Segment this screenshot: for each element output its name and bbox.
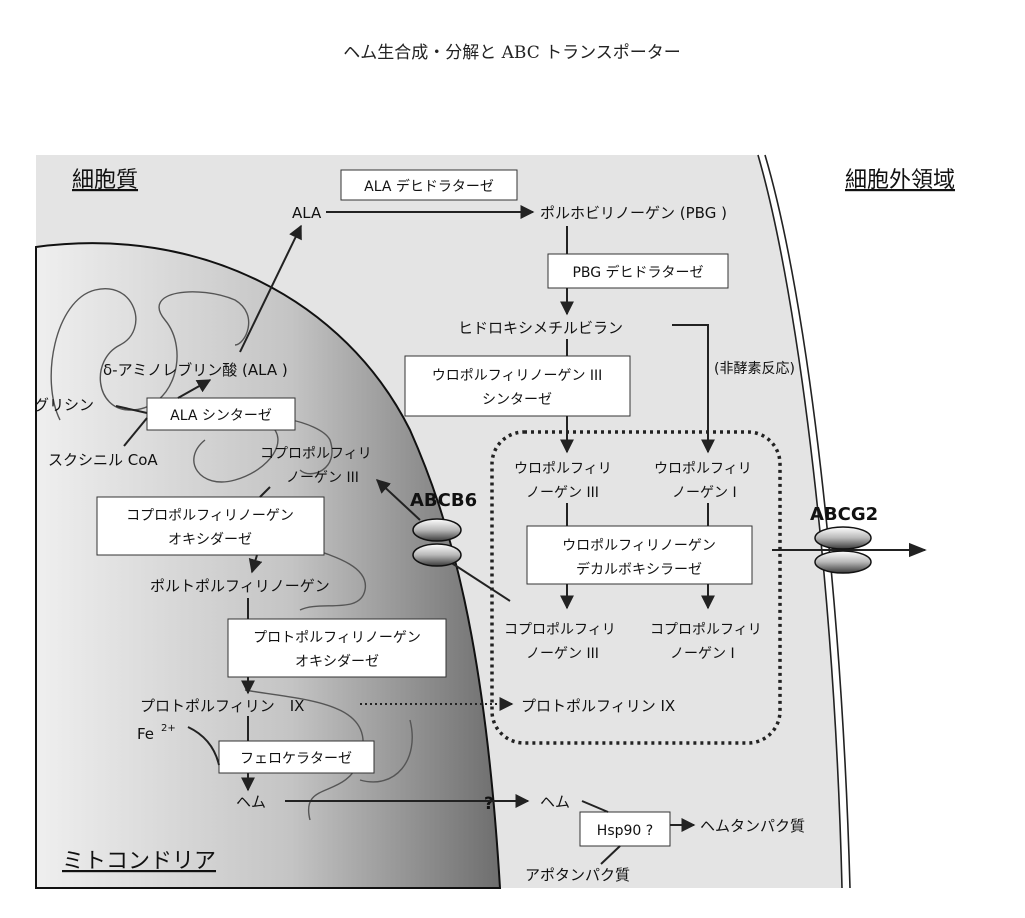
ala-top-label: ALA: [292, 204, 322, 222]
copro3-label-1: コプロポルフィリ: [504, 622, 616, 638]
uro-decarboxylase-box: [526, 525, 753, 585]
uro3-synthase-label-1: ウロポルフィリノーゲン III: [432, 368, 603, 384]
cell-membrane-inner: [757, 154, 843, 889]
ala-dehydratase-label: ALA デヒドラターゼ: [364, 178, 494, 195]
apoprotein-label: アポタンパク質: [525, 866, 630, 884]
uro3-synthase-box: [404, 355, 631, 417]
pp9-mito-label: プロトポルフィリン IX: [140, 697, 304, 715]
ferrochelatase-box: [218, 740, 375, 774]
uro3-synthase-label-2: シンターゼ: [482, 392, 552, 408]
abcg2-transporter: [814, 526, 872, 574]
uro1-label-2: ノーゲン I: [672, 485, 737, 501]
abcb6-transporter: [412, 518, 462, 567]
copro1-label-2: ノーゲン I: [670, 646, 735, 662]
ferrochelatase-label: フェロケラターゼ: [240, 751, 352, 767]
uro3-label-2: ノーゲン III: [526, 485, 599, 501]
hsp90-label: Hsp90 ?: [597, 823, 653, 839]
heme-protein-label: ヘムタンパク質: [700, 817, 805, 835]
proto-oxidase-label-2: オキシダーゼ: [295, 654, 379, 670]
fe-label: Fe: [137, 725, 154, 743]
heme-to-hsp90-line: [581, 800, 609, 813]
copro3-label-2: ノーゲン III: [526, 646, 599, 662]
uro-decarboxylase-label-2: デカルボキシラーゼ: [576, 561, 702, 578]
question-mark: ?: [484, 794, 494, 814]
cytoplasm-label: 細胞質: [72, 168, 138, 193]
copro-oxidase-box: [96, 496, 325, 556]
non-enzymatic-arrow: [672, 324, 715, 454]
apoprotein-to-hsp90-line: [600, 845, 621, 865]
mitochondria-label: ミトコンドリア: [62, 849, 216, 874]
pbg-deaminase-label: PBG デヒドラターゼ: [572, 264, 703, 281]
ala-dehydratase-box: [340, 169, 518, 201]
copro-oxidase-label-2: オキシダーゼ: [168, 532, 252, 548]
fe-to-ferrochelatase-curve: [187, 726, 220, 766]
pp9-cyto-label: プロトポルフィリン IX: [521, 697, 675, 715]
synthase-to-ala-arrow: [177, 379, 212, 399]
copro-oxidase-label-1: コプロポルフィリノーゲン: [126, 508, 294, 524]
heme-cyto-label: ヘム: [540, 793, 570, 811]
protogen-label: ポルトポルフィリノーゲン: [150, 577, 330, 595]
ala-full-label: δ-アミノレブリン酸 (ALA ): [103, 361, 288, 379]
copro3-mito-label-1: コプロポルフィリ: [260, 446, 372, 462]
proto-oxidase-label-1: プロトポルフィリノーゲン: [253, 630, 421, 646]
succinyl-coa-label: スクシニル CoA: [48, 451, 158, 469]
heme-mito-label: ヘム: [236, 793, 266, 811]
glycine-label: グリシン: [34, 396, 94, 414]
hmb-label: ヒドロキシメチルビラン: [458, 319, 623, 337]
uro-decarboxylase-label-1: ウロポルフィリノーゲン: [562, 538, 716, 554]
cytosol-dotted-compartment: [490, 430, 782, 745]
copro1-label-1: コプロポルフィリ: [650, 622, 762, 638]
copro3-to-abcb6-line: [446, 559, 511, 602]
ala-synthase-box: [146, 397, 296, 431]
uro1-label-1: ウロポルフィリ: [654, 461, 752, 477]
copro3-mito-label-2: ノーゲン III: [286, 470, 359, 486]
ala-synthase-label: ALA シンターゼ: [170, 408, 272, 424]
proto-oxidase-box: [227, 618, 447, 678]
hsp90-box: [579, 811, 671, 847]
abcb6-to-mito-arrow: [375, 479, 421, 521]
diagram-title: ヘム生合成・分解と ABC トランスポーター: [343, 43, 681, 63]
abcb6-label: ABCB6: [410, 490, 477, 511]
fe-charge-label: 2+: [161, 723, 176, 734]
pbg-label: ポルホビリノーゲン (PBG ): [540, 204, 727, 222]
non-enzymatic-label: (非酵素反応): [714, 361, 795, 377]
pbg-deaminase-box: [547, 253, 729, 289]
copro-oxidase-to-protogen-arrow: [248, 554, 263, 574]
uro3-label-1: ウロポルフィリ: [514, 461, 612, 477]
extracellular-label: 細胞外領域: [845, 168, 955, 193]
succinyl-connector: [123, 417, 148, 447]
copro3-to-oxidase-line: [259, 486, 271, 498]
abcg2-label: ABCG2: [810, 504, 878, 525]
glycine-connector: [115, 405, 148, 414]
ala-export-arrow: [239, 224, 302, 353]
cell-membrane-outer: [764, 154, 851, 889]
